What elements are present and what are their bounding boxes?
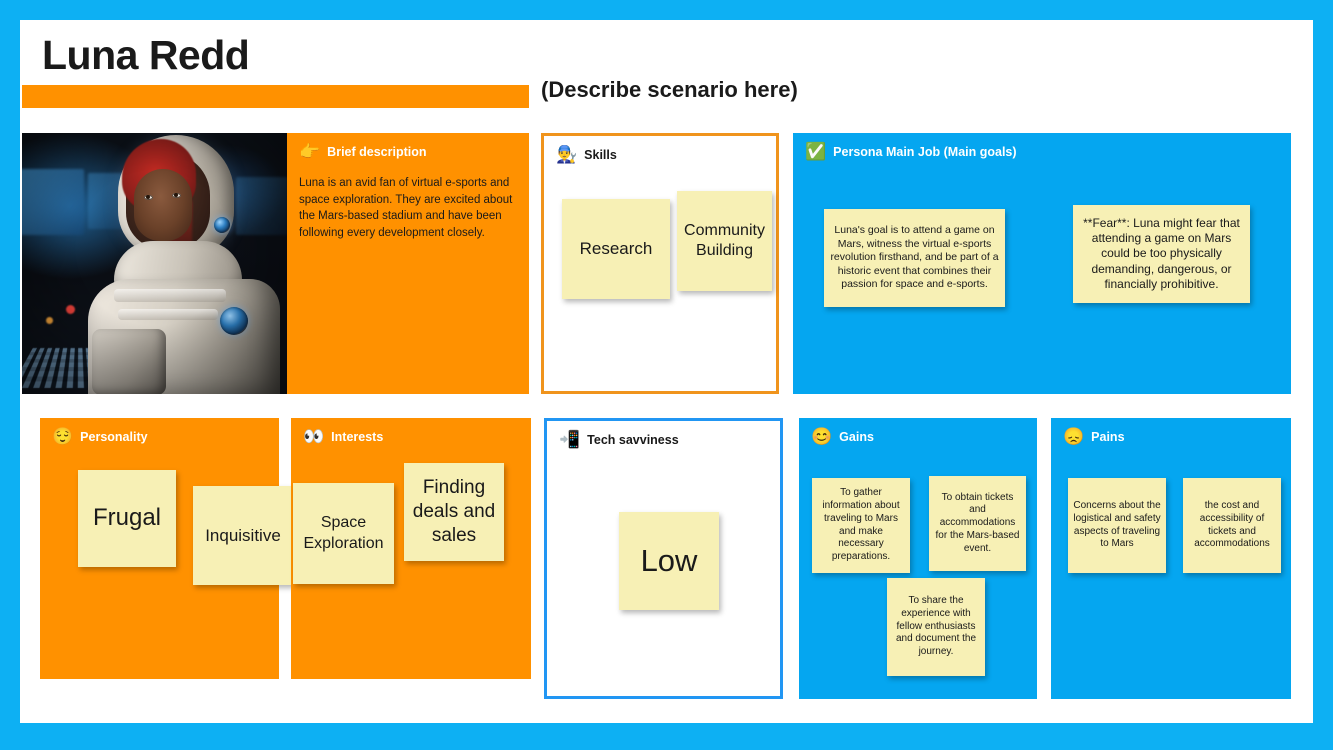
sticky-note[interactable]: Low: [619, 512, 719, 610]
sticky-note[interactable]: Concerns about the logistical and safety…: [1068, 478, 1166, 573]
page-title: Luna Redd: [42, 32, 250, 78]
tech-savviness-header: 📲 Tech savviness: [559, 431, 679, 448]
personality-panel: 😌 Personality Frugal Inquisitive: [40, 418, 293, 679]
gains-label: Gains: [839, 429, 874, 444]
interests-label: Interests: [331, 429, 384, 444]
persona-photo: [22, 133, 287, 394]
brief-description-text: Luna is an avid fan of virtual e-sports …: [299, 177, 513, 239]
sticky-note[interactable]: Frugal: [78, 470, 176, 567]
sticky-note[interactable]: Finding deals and sales: [404, 463, 504, 561]
skills-panel: 👨‍🔧 Skills Research Community Building: [541, 133, 779, 394]
personality-header: 😌 Personality: [52, 428, 148, 445]
skills-header: 👨‍🔧 Skills: [556, 146, 617, 163]
brief-description-label: Brief description: [327, 144, 427, 159]
sticky-note[interactable]: Inquisitive: [193, 486, 293, 585]
eyes-icon: 👀: [303, 427, 325, 446]
check-mark-icon: ✅: [805, 142, 827, 161]
sticky-note[interactable]: Luna's goal is to attend a game on Mars,…: [824, 209, 1005, 307]
pains-header: 😞 Pains: [1063, 428, 1125, 445]
persona-main-job-label: Persona Main Job (Main goals): [833, 144, 1017, 159]
tech-savviness-panel: 📲 Tech savviness Low: [544, 418, 783, 699]
skills-label: Skills: [584, 147, 617, 162]
persona-main-job-panel: ✅ Persona Main Job (Main goals) Luna's g…: [793, 133, 1291, 394]
sticky-note[interactable]: To gather information about traveling to…: [812, 478, 910, 573]
mobile-phone-with-arrow-icon: 📲: [559, 430, 581, 449]
tech-savviness-label: Tech savviness: [587, 432, 679, 447]
sticky-note[interactable]: Space Exploration: [293, 483, 394, 584]
pointing-hand-icon: 👉: [299, 142, 321, 161]
personality-label: Personality: [80, 429, 148, 444]
mechanic-icon: 👨‍🔧: [556, 145, 578, 164]
sticky-note[interactable]: the cost and accessibility of tickets an…: [1183, 478, 1281, 573]
interests-panel: 👀 Interests Space Exploration Finding de…: [291, 418, 531, 679]
gains-panel: 😊 Gains To gather information about trav…: [799, 418, 1037, 699]
scenario-heading: (Describe scenario here): [541, 77, 798, 102]
pains-panel: 😞 Pains Concerns about the logistical an…: [1051, 418, 1291, 699]
sticky-note[interactable]: **Fear**: Luna might fear that attending…: [1073, 205, 1250, 303]
title-underline-bar: [22, 85, 529, 108]
sticky-note[interactable]: Research: [562, 199, 670, 299]
brief-description-header: 👉 Brief description: [299, 143, 427, 160]
disappointed-face-icon: 😞: [1063, 427, 1085, 446]
photo-vignette: [22, 133, 287, 394]
pains-label: Pains: [1091, 429, 1125, 444]
sticky-note[interactable]: Community Building: [677, 191, 772, 291]
sticky-note[interactable]: To share the experience with fellow enth…: [887, 578, 985, 676]
brief-description-panel: 👉 Brief description Luna is an avid fan …: [287, 133, 529, 394]
interests-header: 👀 Interests: [303, 428, 383, 445]
sticky-note[interactable]: To obtain tickets and accommodations for…: [929, 476, 1026, 571]
persona-board-page: Luna Redd (Describe scenario here) 👉: [20, 20, 1313, 723]
relieved-face-icon: 😌: [52, 427, 74, 446]
gains-header: 😊 Gains: [811, 428, 874, 445]
persona-main-job-header: ✅ Persona Main Job (Main goals): [805, 143, 1017, 160]
smiling-face-icon: 😊: [811, 427, 833, 446]
